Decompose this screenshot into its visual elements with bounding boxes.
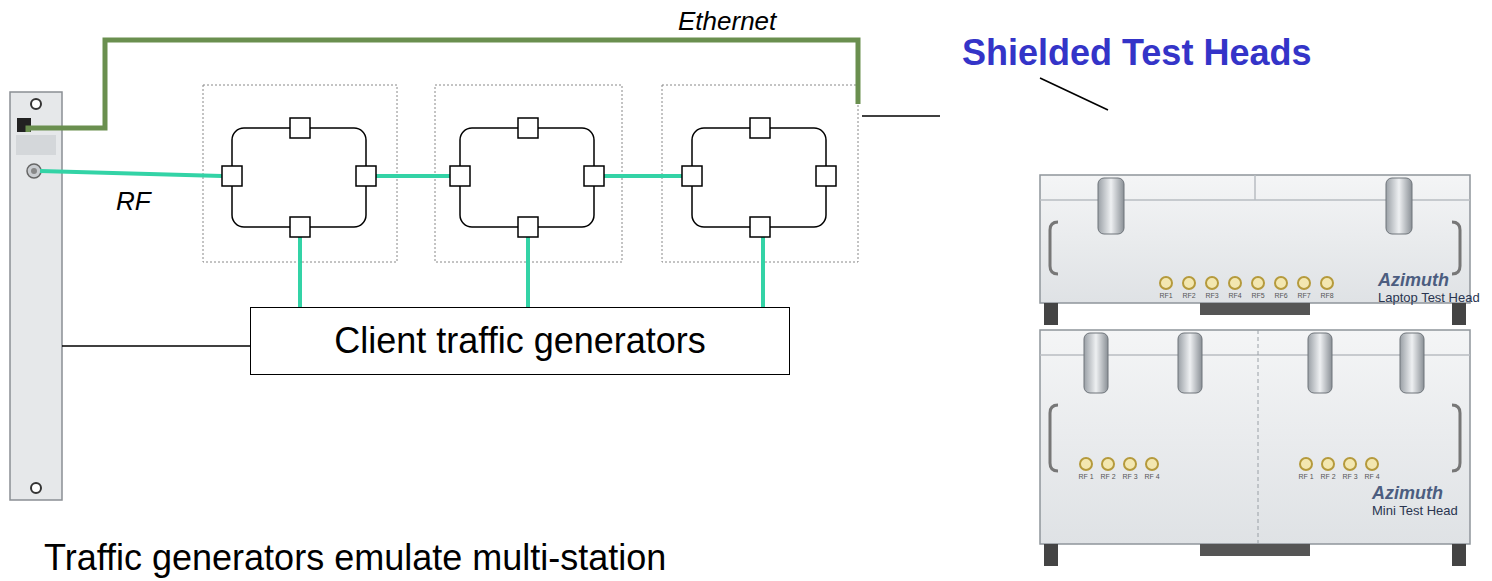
port-label: RF 2 bbox=[1100, 473, 1115, 480]
rf-ports bbox=[1080, 277, 1378, 470]
port-label: RF 4 bbox=[1364, 473, 1379, 480]
loop-network bbox=[222, 118, 836, 237]
port-label: RF6 bbox=[1274, 292, 1287, 299]
device-label-box: AzimuthLaptop Test Head bbox=[1378, 270, 1480, 306]
rf-port bbox=[1275, 277, 1287, 289]
wire-label: RF bbox=[116, 186, 151, 217]
port-label: RF 3 bbox=[1342, 473, 1357, 480]
port-label: RF2 bbox=[1182, 292, 1195, 299]
note-text: Traffic generators emulate multi-station bbox=[44, 537, 666, 578]
brand-logo: Azimuth bbox=[1372, 483, 1458, 504]
port-label: RF3 bbox=[1205, 292, 1218, 299]
port-label: RF 2 bbox=[1320, 473, 1335, 480]
rf-port bbox=[1229, 277, 1241, 289]
brand-logo: Azimuth bbox=[1378, 270, 1480, 291]
rf-port bbox=[1183, 277, 1195, 289]
port-label: RF 4 bbox=[1144, 473, 1159, 480]
port-label: RF7 bbox=[1297, 292, 1310, 299]
port-label: RF 3 bbox=[1122, 473, 1137, 480]
rf-port bbox=[1322, 458, 1334, 470]
rf-port bbox=[1206, 277, 1218, 289]
port-label: RF 1 bbox=[1078, 473, 1093, 480]
port-label: RF1 bbox=[1159, 292, 1172, 299]
leader-lines bbox=[62, 78, 1108, 346]
rf-port bbox=[1344, 458, 1356, 470]
node-text: Laptop Test Head bbox=[1378, 291, 1480, 306]
rf-port bbox=[1102, 458, 1114, 470]
callout-label: Shielded Test Heads bbox=[962, 32, 1311, 74]
device-label-box: AzimuthMini Test Head bbox=[1372, 483, 1458, 519]
node-text: Client traffic generators bbox=[334, 320, 706, 361]
rf-port bbox=[1298, 277, 1310, 289]
rf-port bbox=[1366, 458, 1378, 470]
rf-wires bbox=[40, 171, 763, 307]
wire-label: Ethernet bbox=[678, 6, 776, 37]
rf-port bbox=[1124, 458, 1136, 470]
rf-port bbox=[1252, 277, 1264, 289]
process-box: Client traffic generators bbox=[250, 307, 790, 375]
rf-port bbox=[1321, 277, 1333, 289]
rf-port bbox=[1300, 458, 1312, 470]
port-label: RF8 bbox=[1320, 292, 1333, 299]
rack-card bbox=[10, 92, 62, 500]
port-label: RF 1 bbox=[1298, 473, 1313, 480]
rf-port bbox=[1080, 458, 1092, 470]
dashed-enclosures bbox=[203, 85, 858, 262]
port-label: RF5 bbox=[1251, 292, 1264, 299]
rf-port bbox=[1146, 458, 1158, 470]
ethernet-wire bbox=[28, 40, 858, 132]
mini-test-head bbox=[1040, 330, 1470, 566]
node-text: Mini Test Head bbox=[1372, 504, 1458, 519]
rf-port bbox=[1160, 277, 1172, 289]
port-label: RF4 bbox=[1228, 292, 1241, 299]
